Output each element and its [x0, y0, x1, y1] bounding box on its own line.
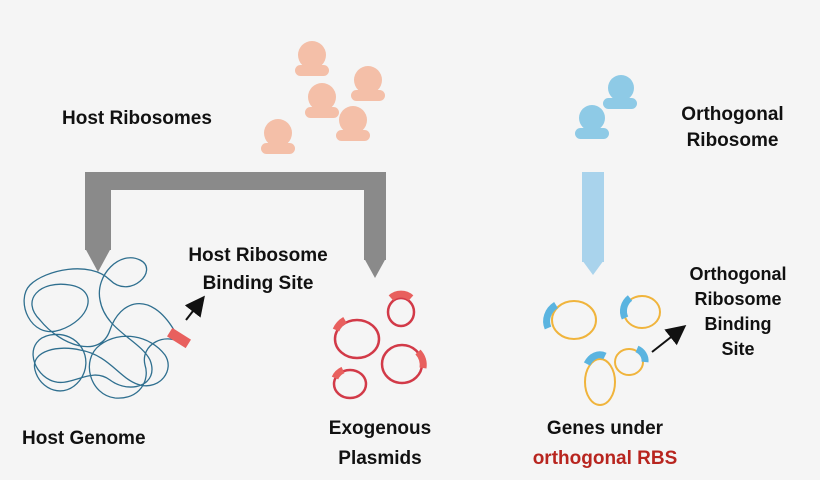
orthogonal-ribosome-label: Orthogonal Ribosome: [665, 102, 800, 154]
host-ribosome-arrow: [85, 172, 386, 278]
exogenous-plasmids-label: Exogenous Plasmids: [310, 414, 450, 474]
orthogonal-rbs-markers: [543, 295, 649, 366]
host-ribosome: [261, 119, 295, 154]
orthogonal-rbs-label-line: Orthogonal: [689, 264, 787, 284]
orthogonal-ribosome: [575, 105, 609, 139]
host-genome-strand: [23, 257, 186, 399]
plasmid: [386, 296, 416, 328]
orthogonal-plasmid: [551, 300, 597, 340]
plasmid: [333, 318, 381, 360]
orthogonal-ribosome: [603, 75, 637, 109]
orthogonal-ribosome-label-line: Ribosome: [686, 130, 779, 151]
plasmid: [332, 368, 368, 400]
plasmid: [380, 343, 424, 385]
orthogonal-ribosome-label-line: Orthogonal: [681, 104, 784, 125]
host-rbs-label-line: Host Ribosome: [188, 245, 328, 266]
host-rbs-label-line: Binding Site: [202, 273, 314, 294]
orthogonal-rbs-label-line: Site: [721, 339, 755, 359]
plasmid-rbs-markers: [331, 290, 427, 380]
host-ribosome: [305, 83, 339, 118]
orthogonal-plasmid: [614, 348, 644, 376]
exogenous-plasmids-label-line: Plasmids: [338, 448, 422, 469]
orthogonal-rbs-pointer: [651, 325, 687, 353]
host-rbs-marker: [167, 327, 191, 349]
host-rbs-label: Host Ribosome Binding Site: [168, 242, 348, 298]
orthogonal-ribosome-group: [575, 75, 637, 139]
host-genome-label: Host Genome: [22, 428, 146, 449]
host-ribosome: [295, 41, 329, 76]
host-ribosomes-label: Host Ribosomes: [62, 108, 212, 129]
host-rbs-pointer: [184, 295, 205, 321]
host-ribosome: [351, 66, 385, 101]
genes-under-line: Genes under: [546, 418, 664, 439]
exogenous-plasmids-label-line: Exogenous: [328, 418, 432, 439]
orthogonal-plasmid: [584, 358, 616, 406]
host-ribosome: [336, 106, 370, 141]
plasmid-group: [332, 296, 424, 400]
genes-under-label: Genes under orthogonal RBS: [500, 414, 710, 474]
orthogonal-rbs-label: Orthogonal Ribosome Binding Site: [682, 262, 794, 362]
host-ribosome-group: [261, 41, 385, 154]
orthogonal-ribosome-arrow: [582, 172, 604, 275]
orthogonal-rbs-label-line: Binding: [704, 314, 772, 334]
orthogonal-rbs-highlight: orthogonal RBS: [532, 448, 678, 469]
orthogonal-rbs-label-line: Ribosome: [694, 289, 782, 309]
